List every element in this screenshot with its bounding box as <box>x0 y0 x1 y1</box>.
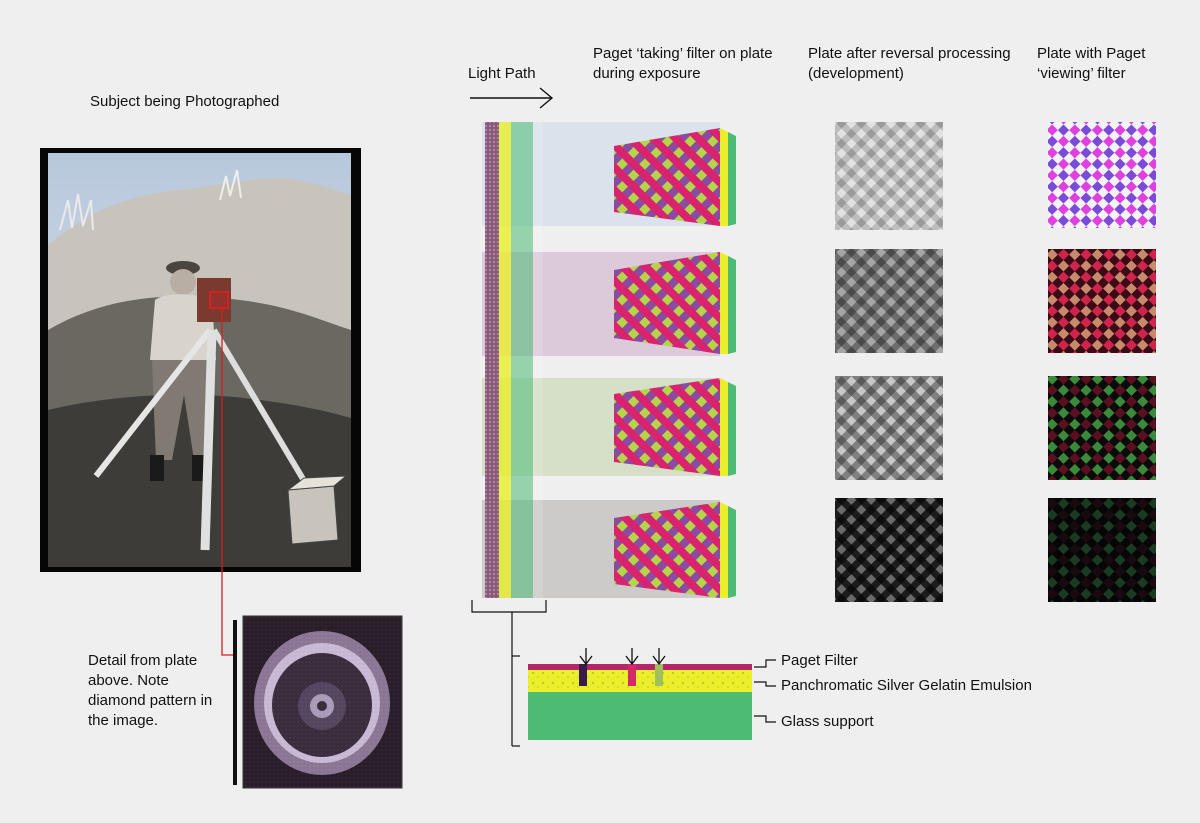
after-reversal-label: Plate after reversal processing (develop… <box>808 45 1011 82</box>
viewing-plates <box>1048 122 1156 602</box>
taking-filter-1 <box>614 128 736 226</box>
strip-bracket <box>471 600 547 747</box>
glass-support-label: Glass support <box>781 713 874 730</box>
layer-cross-section <box>528 648 776 740</box>
taking-filter-4 <box>614 502 736 598</box>
down-arrow-icon <box>579 648 666 666</box>
light-path-label: Light Path <box>468 65 536 82</box>
detail-connector <box>221 308 236 656</box>
detail-note-label: Detail from plate above. Note diamond pa… <box>88 652 213 729</box>
taking-filter-3 <box>614 378 736 476</box>
subject-photo <box>40 148 361 572</box>
detail-image <box>233 615 403 789</box>
emulsion-label: Panchromatic Silver Gelatin Emulsion <box>781 677 1032 694</box>
taking-filter-2 <box>614 252 736 354</box>
plate-cross-section-strip <box>485 122 543 598</box>
light-path-arrow <box>470 86 556 110</box>
reversal-plates <box>835 122 943 602</box>
paget-filter-label: Paget Filter <box>781 652 858 669</box>
viewing-filter-label: Plate with Paget ‘viewing’ filter <box>1037 45 1146 82</box>
taking-filter-label: Paget ‘taking’ filter on plate during ex… <box>593 45 773 82</box>
right-arrow-icon <box>470 87 554 109</box>
subject-label: Subject being Photographed <box>90 93 280 110</box>
